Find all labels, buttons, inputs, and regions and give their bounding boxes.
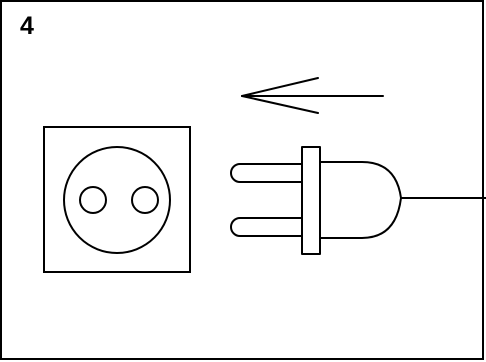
- wall-socket-icon: [43, 126, 191, 273]
- power-plug-icon: [230, 146, 486, 255]
- step-number: 4: [20, 12, 34, 40]
- arrow-left-icon: [241, 77, 384, 114]
